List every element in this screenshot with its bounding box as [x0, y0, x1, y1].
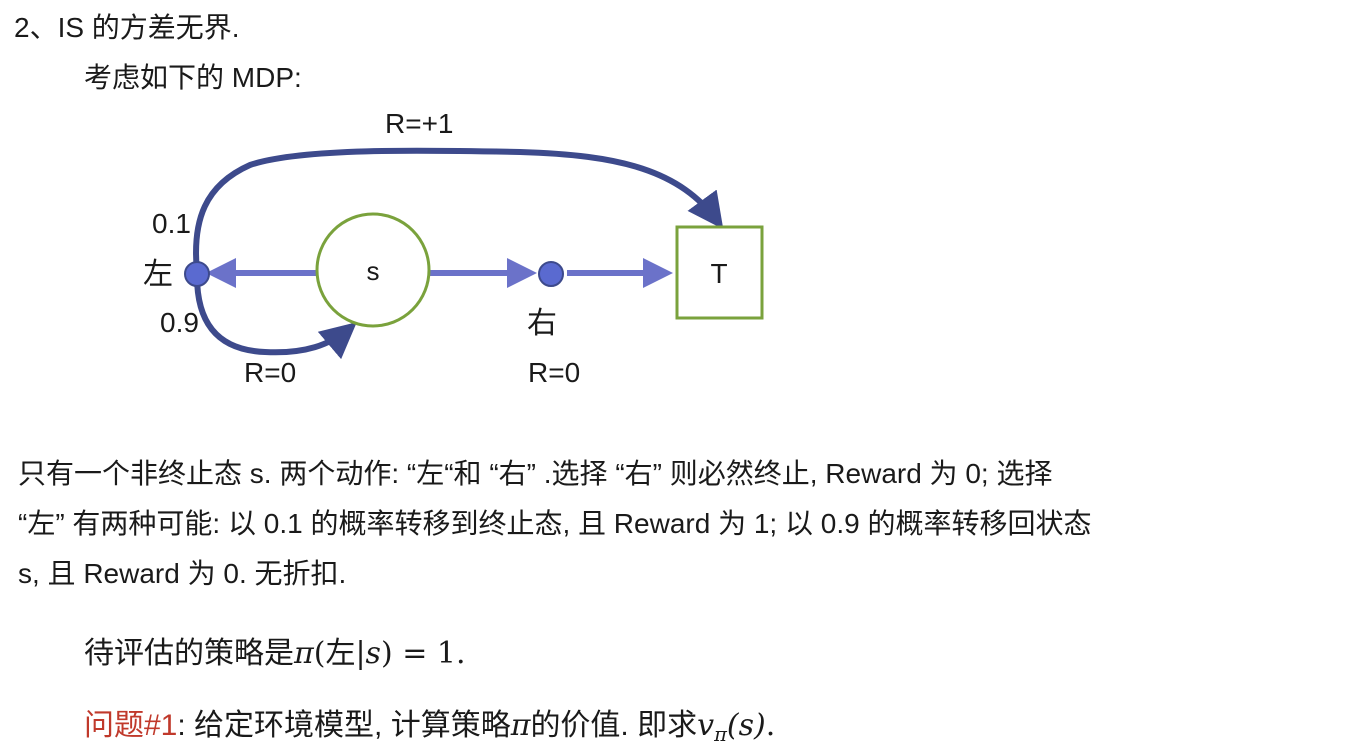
question-1: 问题#1: 给定环境模型, 计算策略π的价值. 即求vπ(s). — [84, 700, 775, 746]
policy-prefix: 待评估的策略是 — [84, 637, 294, 670]
reward-top-label: R=+1 — [385, 108, 454, 139]
left-action-node — [184, 261, 210, 287]
policy-open-paren: ( — [313, 636, 326, 671]
question-text: : 给定环境模型, 计算策略 — [177, 709, 511, 742]
intro-text: 考虑如下的 MDP: — [84, 62, 302, 93]
policy-bar: | — [355, 636, 366, 671]
policy-pi: π — [294, 636, 314, 671]
reward-right-label: R=0 — [528, 357, 580, 388]
description-line-3: s, 且 Reward 为 0. 无折扣. — [18, 558, 347, 589]
question-label: 问题#1 — [84, 709, 178, 742]
right-action-label: 右 — [527, 307, 557, 340]
policy-close-paren: ) — [380, 636, 393, 671]
terminal-label: T — [710, 258, 727, 289]
description-line-2: “左” 有两种可能: 以 0.1 的概率转移到终止态, 且 Reward 为 1… — [18, 508, 1092, 539]
question-text-2: 的价值. 即求 — [530, 709, 698, 742]
question-arg: (s) — [726, 708, 766, 743]
policy-equals: = 1. — [392, 636, 466, 671]
prob-top-label: 0.1 — [152, 208, 191, 239]
reward-loop-label: R=0 — [244, 357, 296, 388]
mdp-diagram: s T R=+1 0.1 左 0.9 R=0 右 R=0 — [143, 108, 764, 388]
left-action-label: 左 — [143, 258, 173, 291]
state-node — [315, 212, 431, 328]
arrow-left-to-state — [194, 273, 357, 360]
policy-arg-s: s — [365, 636, 381, 671]
question-end: . — [765, 708, 776, 743]
section-heading: 2、IS 的方差无界. — [14, 12, 240, 43]
prob-bottom-label: 0.9 — [160, 307, 199, 338]
right-action-node — [538, 261, 564, 287]
policy-statement: 待评估的策略是π(左|s) = 1. — [84, 628, 466, 672]
question-v-subscript: π — [714, 722, 727, 746]
description-line-1: 只有一个非终止态 s. 两个动作: “左“和 “右” .选择 “右” 则必然终止… — [18, 458, 1053, 489]
question-v: v — [697, 708, 715, 743]
terminal-node — [675, 225, 764, 320]
question-pi: π — [510, 708, 531, 743]
state-label: s — [367, 256, 380, 286]
arrow-left-to-terminal — [193, 147, 724, 275]
policy-arg-left: 左 — [325, 637, 356, 670]
